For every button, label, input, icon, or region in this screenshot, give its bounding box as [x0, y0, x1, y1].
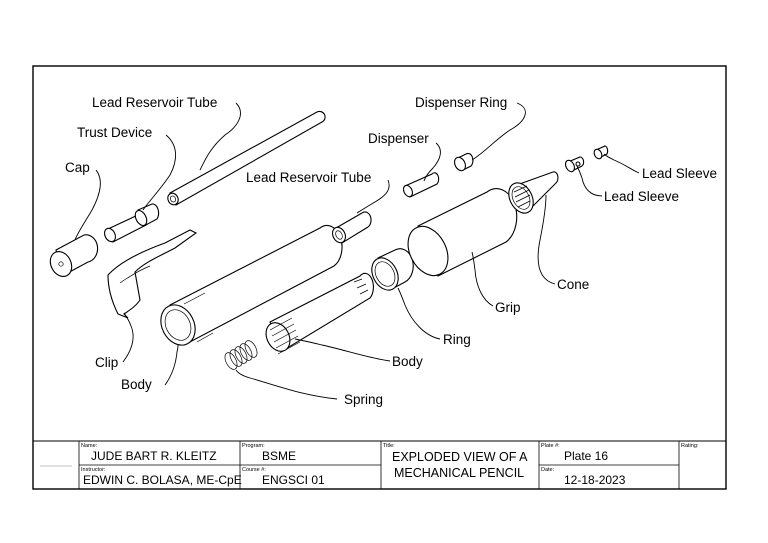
title-block — [33, 440, 726, 489]
instructor-value: EDWIN C. BOLASA, ME-CpE — [83, 473, 242, 487]
lead-sleeve-right-part — [593, 145, 609, 160]
callout-dispenser-ring: Dispenser Ring — [415, 95, 507, 110]
cap-part — [49, 234, 99, 277]
name-label: Name: — [81, 443, 98, 449]
callout-trust-device: Trust Device — [77, 125, 152, 140]
callout-clip: Clip — [95, 355, 118, 370]
cone-part — [508, 171, 559, 214]
drawing-border — [32, 65, 727, 490]
lead-reservoir-tube-long-part — [167, 110, 326, 206]
grip-part — [407, 188, 518, 277]
rating-label: Rating: — [681, 443, 699, 449]
dispenser-part — [402, 172, 440, 198]
ring-part — [371, 248, 414, 291]
callout-spring: Spring — [344, 392, 383, 407]
name-value: JUDE BART R. KLEITZ — [91, 449, 217, 463]
title-label: Title: — [383, 443, 395, 449]
title-line-1: EXPLODED VIEW OF A — [392, 450, 528, 464]
callout-lead-reservoir-tube-2: Lead Reservoir Tube — [246, 170, 371, 185]
lead-sleeve-left-part — [564, 156, 585, 173]
callout-body-2: Body — [392, 354, 423, 369]
callout-ring: Ring — [443, 332, 471, 347]
callout-lead-sleeve-1: Lead Sleeve — [642, 166, 717, 181]
body-barrel-part — [160, 224, 343, 346]
callout-lead-reservoir-tube-1: Lead Reservoir Tube — [92, 95, 217, 110]
spring-part — [224, 340, 258, 370]
clip-part — [107, 229, 198, 319]
callout-cap: Cap — [65, 160, 90, 175]
callout-dispenser: Dispenser — [368, 131, 429, 146]
program-value: BSME — [262, 449, 296, 463]
plate-value: Plate 16 — [564, 449, 608, 463]
callout-lead-sleeve-2: Lead Sleeve — [604, 189, 679, 204]
trust-device-part — [103, 203, 160, 243]
course-value: ENGSCI 01 — [262, 473, 325, 487]
plate-label: Plate #: — [541, 443, 560, 449]
leader-lines — [74, 102, 640, 400]
date-label: Date: — [541, 467, 555, 473]
date-value: 12-18-2023 — [564, 473, 626, 487]
title-line-2: MECHANICAL PENCIL — [394, 466, 524, 480]
body-mechanism-part — [265, 272, 374, 355]
instructor-label: Instructor: — [81, 467, 106, 473]
callout-body-1: Body — [121, 377, 152, 392]
program-label: Program: — [242, 443, 265, 449]
dispenser-ring-part — [453, 152, 474, 172]
callout-cone: Cone — [557, 277, 589, 292]
lead-reservoir-tube-short-part — [331, 211, 372, 244]
callout-grip: Grip — [495, 300, 521, 315]
course-label: Course #: — [242, 467, 266, 473]
